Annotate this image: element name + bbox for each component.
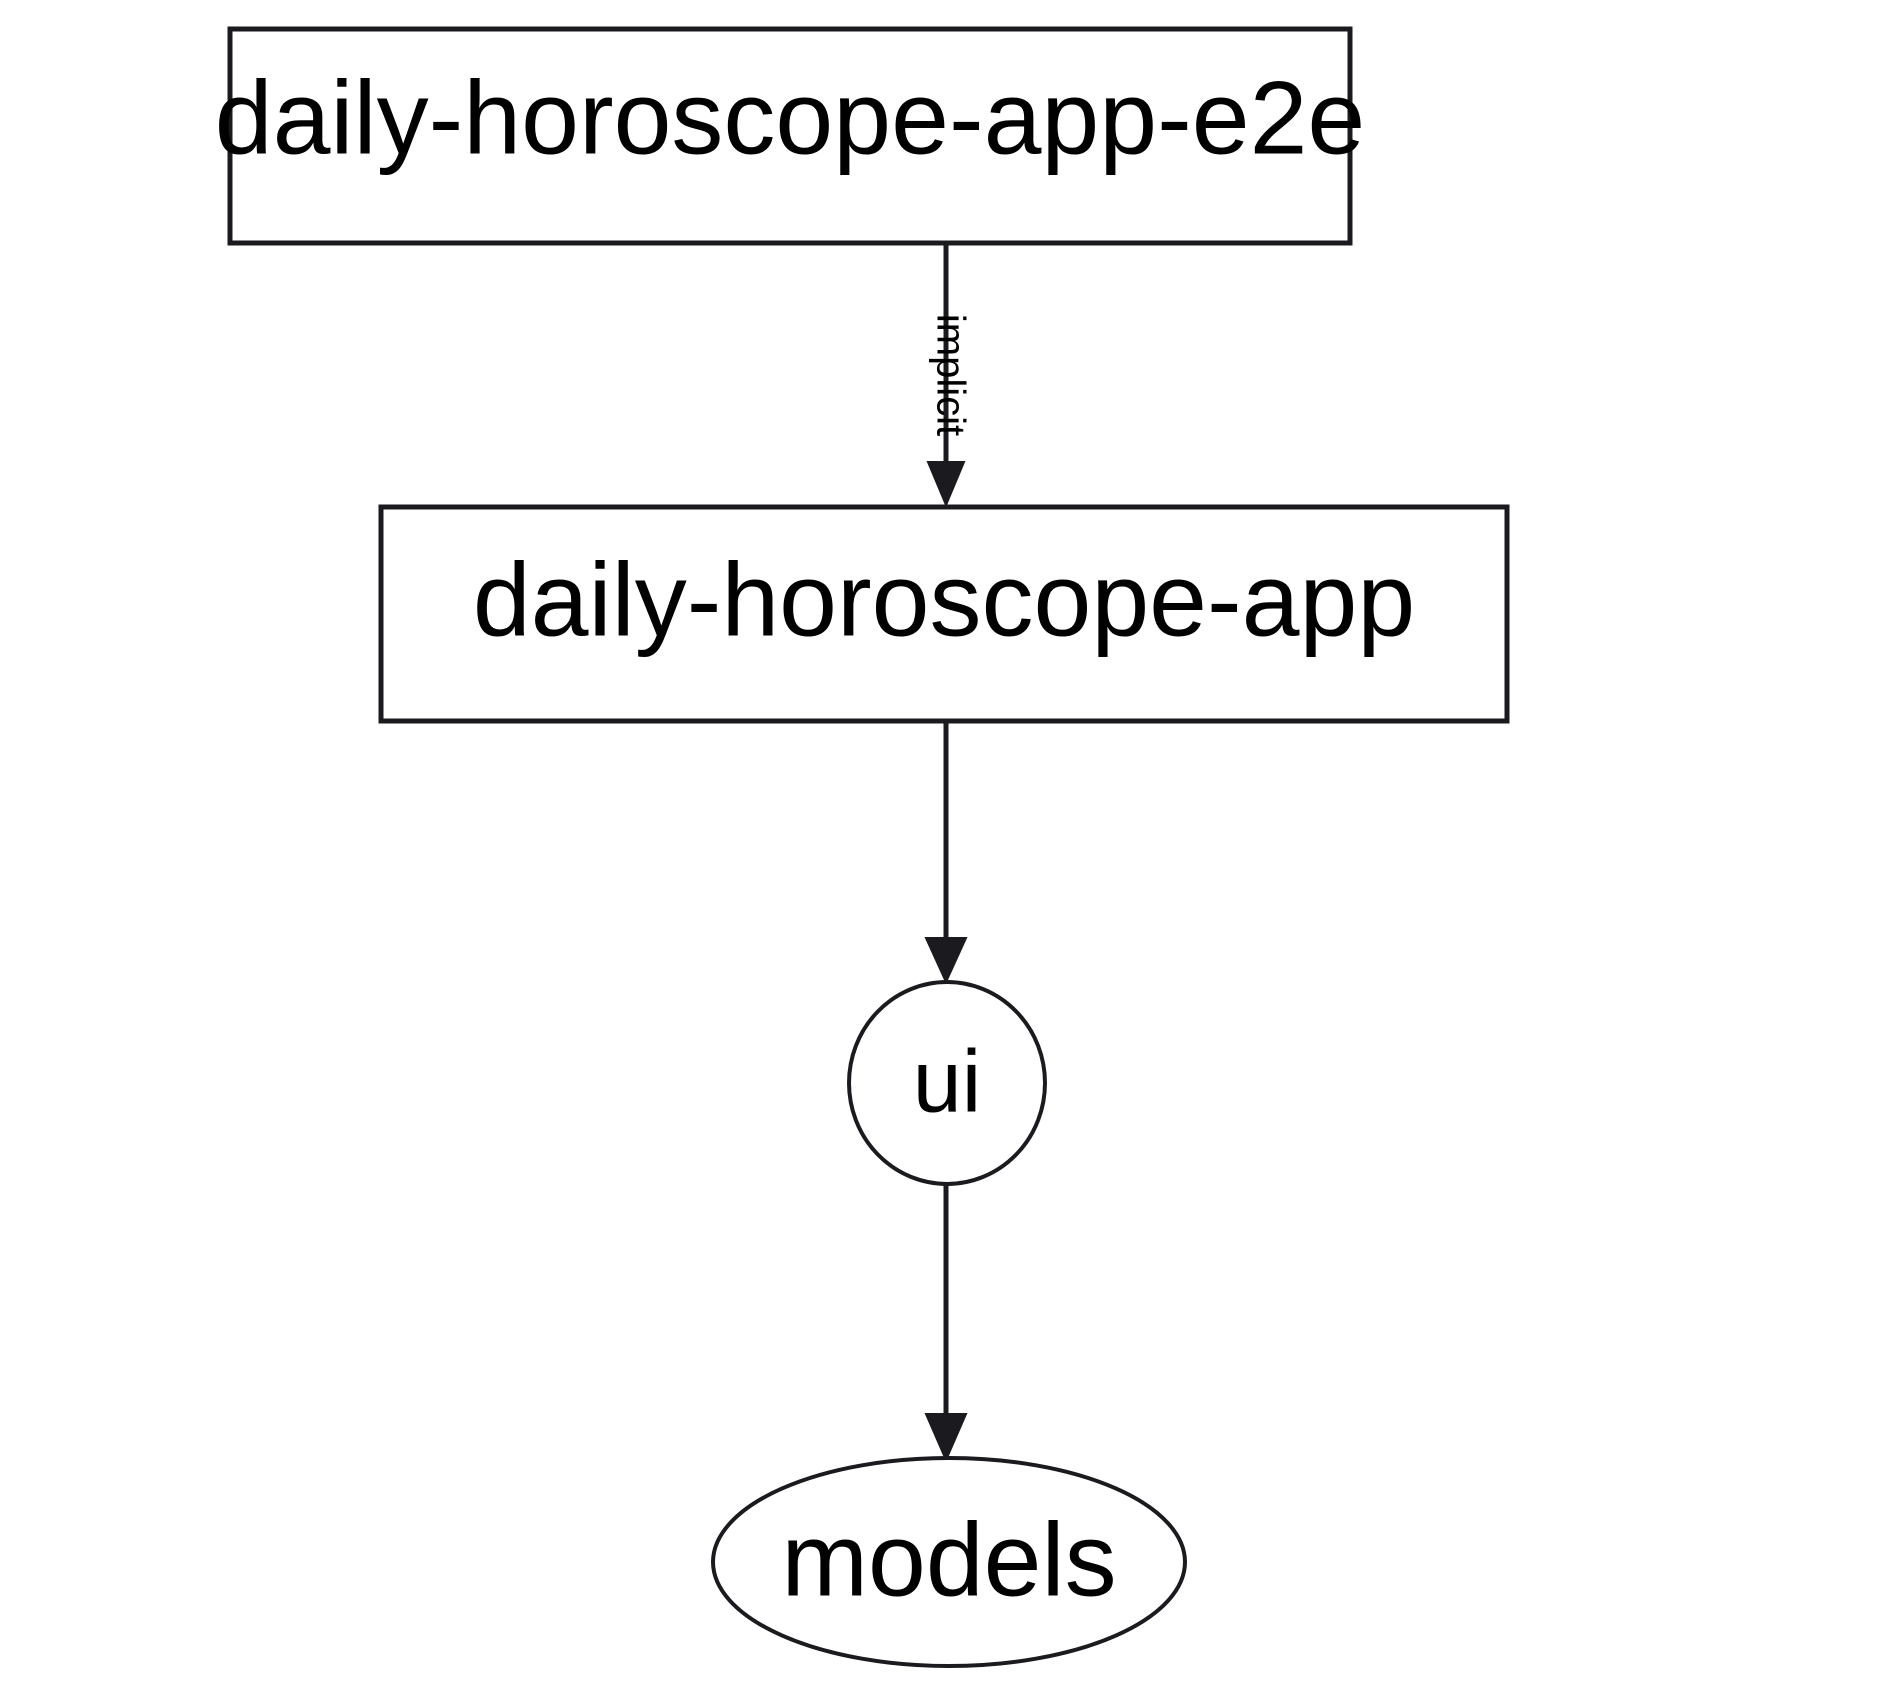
arrowhead-app-to-ui: [924, 937, 968, 985]
node-label-daily-horoscope-app: daily-horoscope-app: [473, 542, 1415, 658]
node-shape-rectangle-app: [378, 504, 1510, 724]
node-shape-circle-ui: [847, 980, 1047, 1186]
edge-app-to-ui[interactable]: [924, 722, 968, 985]
node-label-ui: ui: [913, 1031, 982, 1130]
edge-label-implicit: implicit: [928, 314, 972, 436]
arrowhead-ui-to-models: [924, 1413, 968, 1463]
node-shape-rectangle-e2e: [227, 26, 1353, 246]
node-daily-horoscope-app-e2e[interactable]: daily-horoscope-app-e2e: [215, 26, 1366, 246]
node-models[interactable]: models: [711, 1456, 1187, 1668]
node-label-models: models: [781, 1502, 1116, 1618]
edge-ui-to-models[interactable]: [924, 1184, 968, 1463]
node-shape-ellipse-models: [711, 1456, 1187, 1668]
node-daily-horoscope-app[interactable]: daily-horoscope-app: [378, 504, 1510, 724]
arrowhead-e2e-to-app: [926, 461, 966, 508]
node-label-daily-horoscope-app-e2e: daily-horoscope-app-e2e: [215, 60, 1366, 176]
edge-e2e-to-app[interactable]: [926, 244, 966, 508]
node-ui[interactable]: ui: [847, 980, 1047, 1186]
